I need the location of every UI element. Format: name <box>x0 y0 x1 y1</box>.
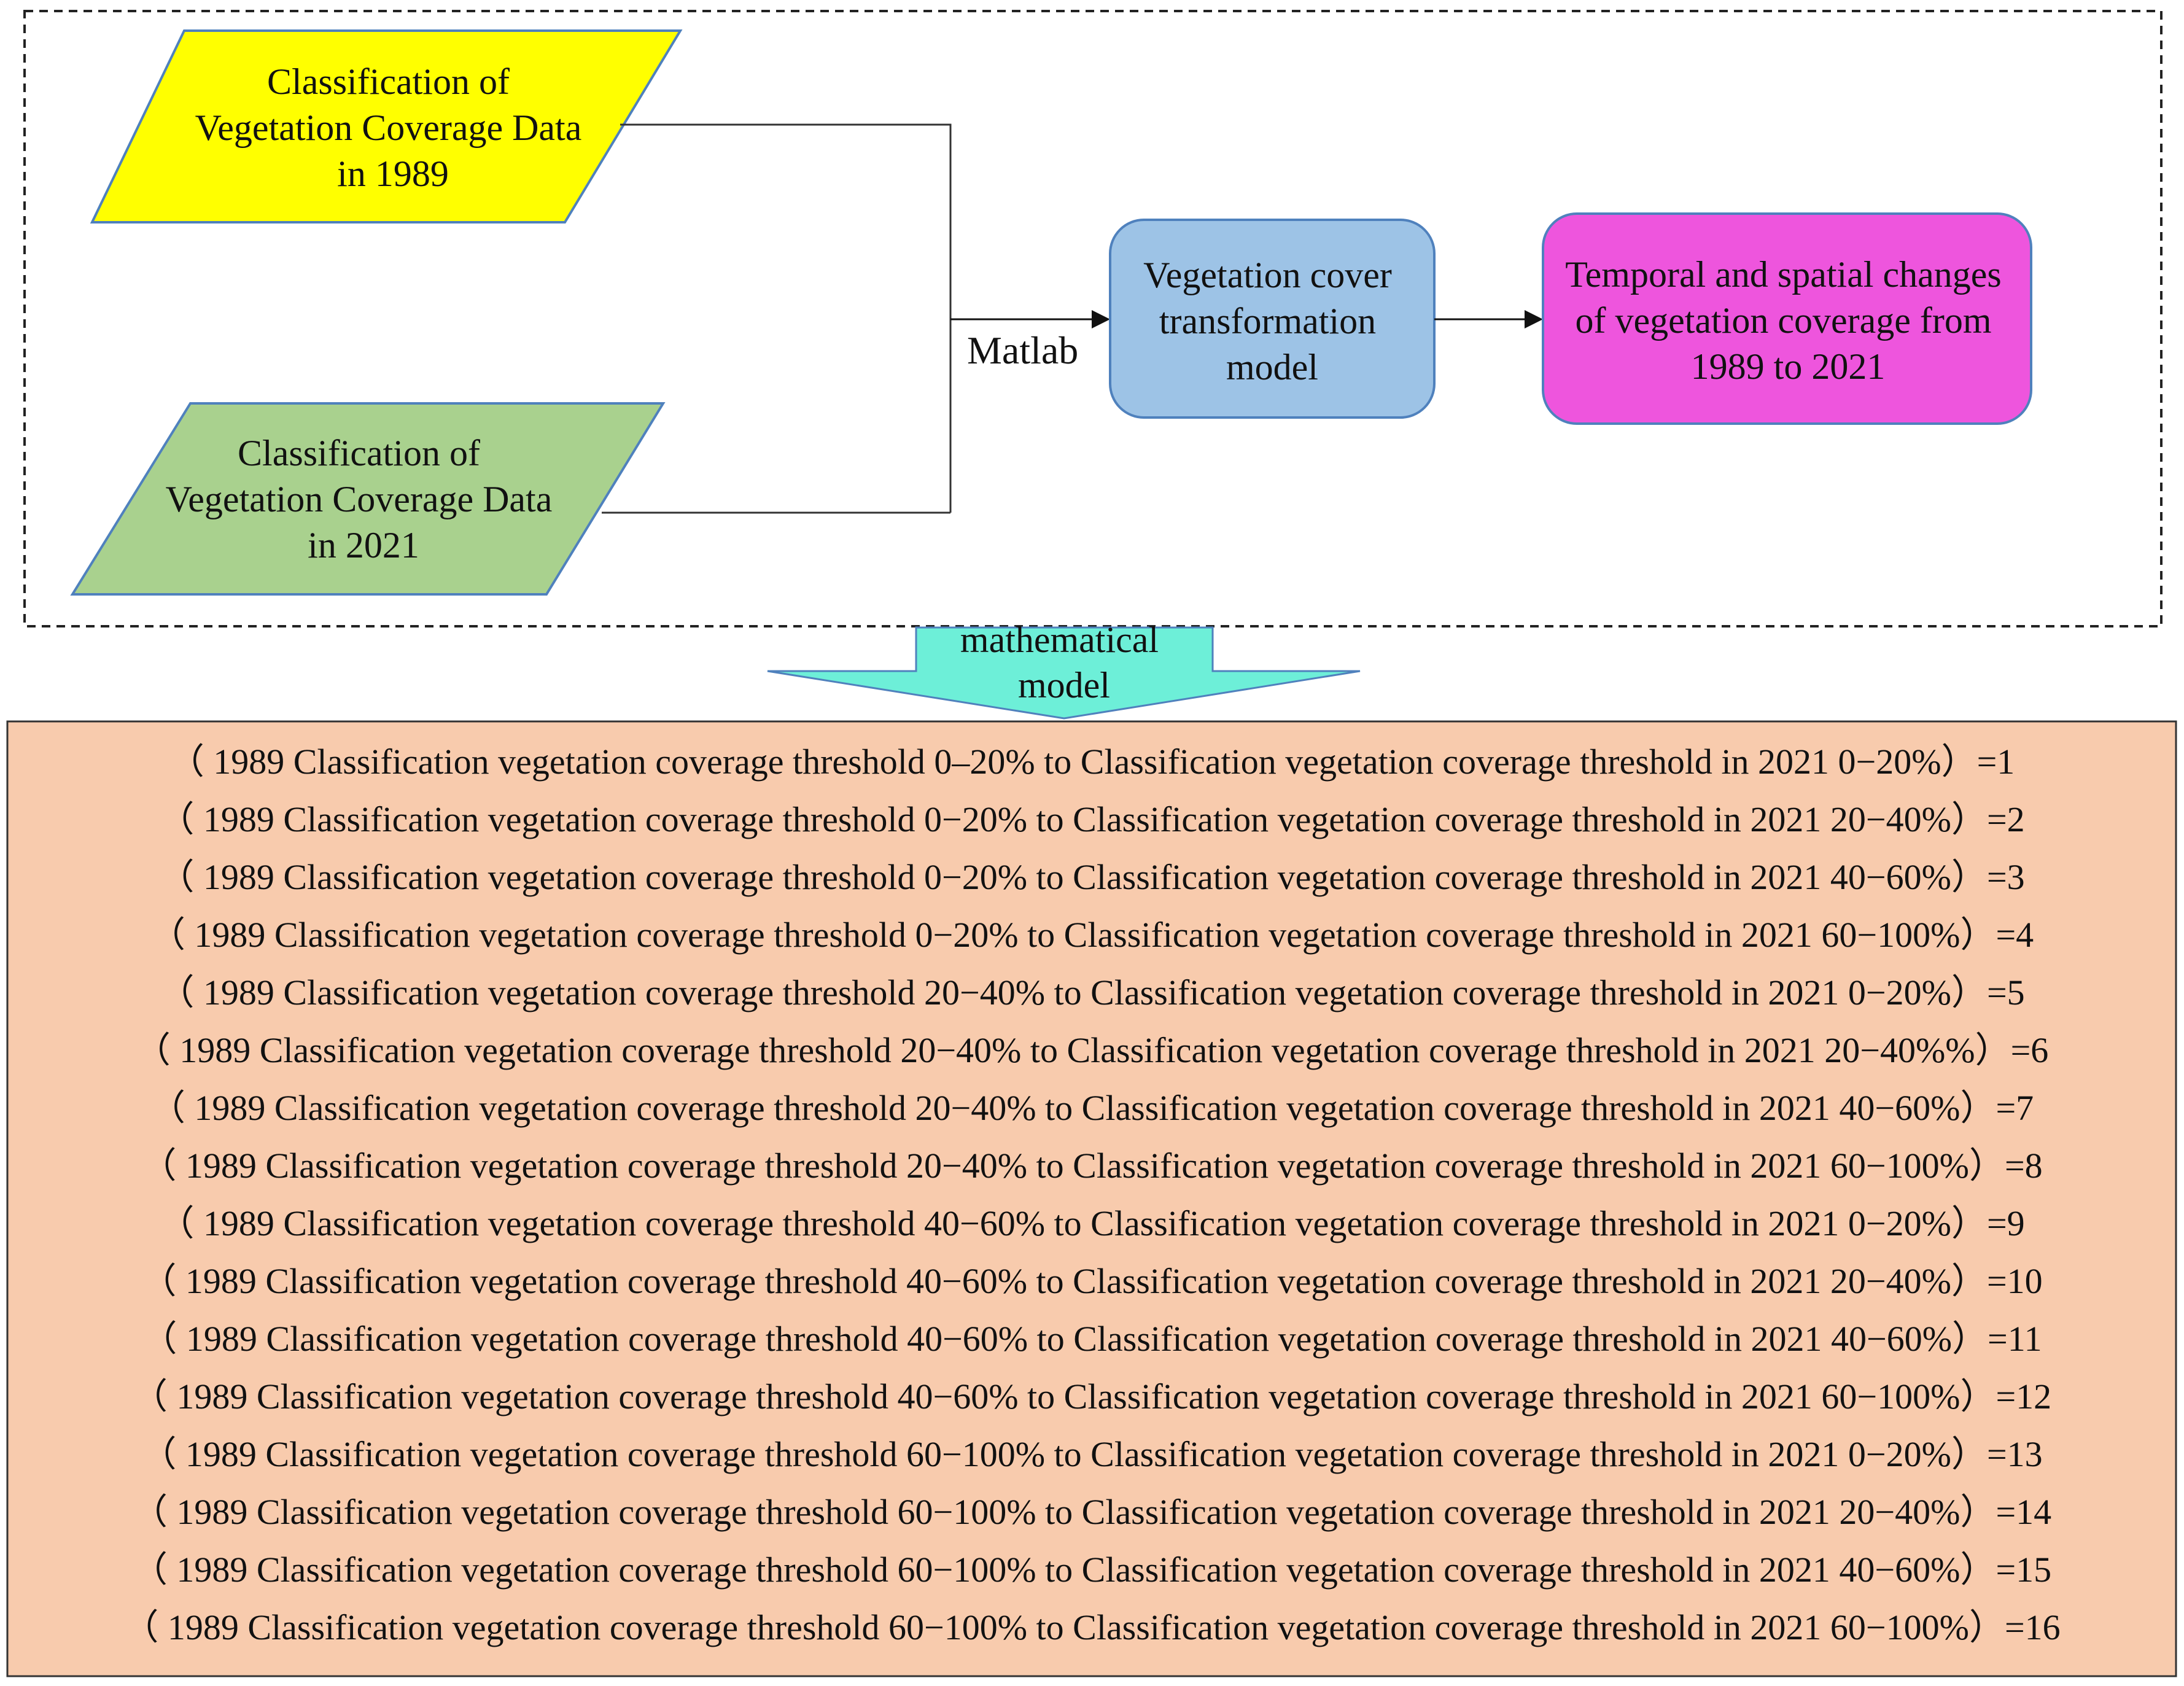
node-result-line-1: Temporal and spatial changes <box>1565 254 2002 295</box>
node-data-1989-label: Classification of Vegetation Coverage Da… <box>195 61 591 194</box>
rule-line: （ 1989 Classification vegetation coverag… <box>158 1203 2024 1243</box>
node-model-label: Vegetation cover transformation model <box>1143 255 1401 387</box>
rule-line: （ 1989 Classification vegetation coverag… <box>158 973 2024 1012</box>
rule-line: （ 1989 Classification vegetation coverag… <box>150 915 2034 955</box>
node-data-1989-shape <box>90 29 683 223</box>
node-data-2021-label: Classification of Vegetation Coverage Da… <box>166 433 562 565</box>
node-result-shape <box>1542 212 2032 425</box>
mathematical-model-line-2: model <box>1018 665 1110 705</box>
node-model: Vegetation cover transformation model <box>1109 219 1436 419</box>
node-data-1989-line-3: in 1989 <box>337 153 449 194</box>
node-data-1989: Classification of Vegetation Coverage Da… <box>90 29 683 223</box>
node-result-line-2: of vegetation coverage from <box>1575 300 1991 341</box>
node-data-2021-line-1: Classification of <box>238 433 480 473</box>
rule-line: （ 1989 Classification vegetation coverag… <box>150 1088 2034 1128</box>
rule-line: （ 1989 Classification vegetation coverag… <box>132 1377 2051 1416</box>
node-model-line-1: Vegetation cover <box>1143 255 1392 295</box>
node-data-2021-line-3: in 2021 <box>308 525 419 565</box>
rule-line: （ 1989 Classification vegetation coverag… <box>169 742 2015 782</box>
rule-line: （ 1989 Classification vegetation coverag… <box>141 1146 2042 1186</box>
rules-list: （ 1989 Classification vegetation coverag… <box>123 742 2060 1647</box>
rule-line: （ 1989 Classification vegetation coverag… <box>135 1030 2049 1070</box>
rule-line: （ 1989 Classification vegetation coverag… <box>158 857 2024 897</box>
rule-line: （ 1989 Classification vegetation coverag… <box>141 1434 2042 1474</box>
mathematical-model-arrow-shape <box>767 626 1361 720</box>
workflow-frame <box>23 10 2163 627</box>
node-data-2021-line-2: Vegetation Coverage Data <box>166 479 553 519</box>
node-data-2021-shape <box>70 402 666 596</box>
rule-line: （ 1989 Classification vegetation coverag… <box>132 1550 2051 1590</box>
rule-line: （ 1989 Classification vegetation coverag… <box>132 1492 2051 1532</box>
mathematical-model-arrow: mathematical model <box>767 620 1361 720</box>
edge-label-matlab: Matlab <box>967 328 1078 372</box>
node-model-line-3: model <box>1226 347 1318 387</box>
node-data-1989-line-1: Classification of <box>267 61 510 102</box>
node-data-2021: Classification of Vegetation Coverage Da… <box>70 402 666 596</box>
rules-panel <box>6 720 2177 1677</box>
node-data-1989-line-2: Vegetation Coverage Data <box>195 107 582 148</box>
node-result-line-3: 1989 to 2021 <box>1691 346 1886 387</box>
rule-line: （ 1989 Classification vegetation coverag… <box>141 1319 2042 1359</box>
rule-line: （ 1989 Classification vegetation coverag… <box>141 1261 2042 1301</box>
mathematical-model-label: mathematical model <box>960 620 1168 705</box>
node-model-line-2: transformation <box>1159 301 1376 341</box>
connector-1989 <box>620 123 952 513</box>
node-result: Temporal and spatial changes of vegetati… <box>1542 212 2032 425</box>
node-result-label: Temporal and spatial changes of vegetati… <box>1565 254 2011 387</box>
mathematical-model-line-1: mathematical <box>960 620 1159 660</box>
rule-line: （ 1989 Classification vegetation coverag… <box>123 1607 2060 1647</box>
rule-line: （ 1989 Classification vegetation coverag… <box>158 799 2024 839</box>
